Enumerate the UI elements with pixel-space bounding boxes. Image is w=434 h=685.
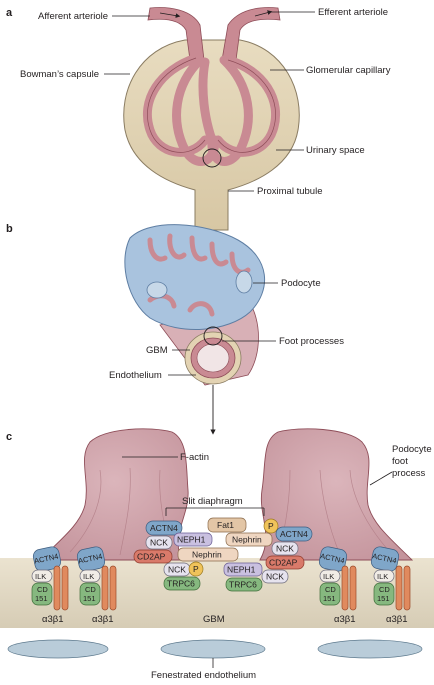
svg-text:Nephrin: Nephrin: [192, 550, 222, 560]
panel-label-b: b: [6, 223, 13, 235]
endothelial-cell-left: [7, 639, 109, 659]
endothelial-cell-right: [317, 639, 423, 659]
svg-text:CD: CD: [325, 585, 336, 594]
svg-text:CD2AP: CD2AP: [137, 552, 166, 562]
cd2ap-right: [265, 555, 305, 570]
label-podocyte-fp-1: Podocyte: [392, 444, 432, 455]
trpc6-right: [225, 577, 263, 592]
label-integrin-right-1: α3β1: [334, 614, 356, 625]
label-f-actin: F-actin: [180, 452, 209, 463]
svg-text:P: P: [193, 564, 199, 574]
svg-text:ILK: ILK: [323, 572, 334, 581]
label-podocyte-fp-2: foot: [392, 456, 408, 467]
label-podocyte: Podocyte: [281, 278, 321, 289]
label-bowmans-capsule: Bowman’s capsule: [20, 69, 99, 80]
label-foot-processes: Foot processes: [279, 336, 344, 347]
label-afferent-arteriole: Afferent arteriole: [38, 11, 108, 22]
trpc6-left: [163, 576, 201, 591]
svg-text:CD: CD: [85, 585, 96, 594]
label-integrin-left-1: α3β1: [42, 614, 64, 625]
podocyte-nucleus-right: [235, 270, 253, 294]
nck-right-bottom: [261, 569, 289, 584]
svg-text:P: P: [268, 521, 274, 531]
svg-text:NCK: NCK: [276, 544, 294, 554]
actn4-left: [145, 520, 183, 536]
gbm-band: [0, 558, 434, 628]
label-fenestrated-endothelium: Fenestrated endothelium: [151, 670, 256, 681]
label-podocyte-fp-3: process: [392, 468, 426, 479]
label-gbm-b: GBM: [146, 345, 168, 356]
label-urinary-space: Urinary space: [306, 145, 365, 156]
nephrin-top: [225, 532, 273, 547]
svg-text:NEPH1: NEPH1: [227, 565, 256, 575]
svg-text:ACTN4: ACTN4: [150, 523, 178, 533]
svg-text:Nephrin: Nephrin: [232, 535, 262, 545]
p-left-bottom: [188, 561, 204, 577]
neph1-right: [223, 562, 263, 577]
svg-text:CD2AP: CD2AP: [269, 558, 298, 568]
nck-left-top: [145, 535, 173, 550]
panel-label-c: c: [6, 431, 12, 443]
cd2ap-left: [133, 549, 173, 564]
p-right-top: [263, 518, 279, 534]
svg-text:α3β1: α3β1: [386, 614, 408, 625]
label-proximal-tubule: Proximal tubule: [257, 186, 322, 197]
svg-text:ILK: ILK: [35, 572, 46, 581]
svg-text:151: 151: [35, 594, 48, 603]
label-slit-diaphragm: Slit diaphragm: [182, 496, 243, 507]
label-endothelium: Endothelium: [109, 370, 162, 381]
neph1-left: [173, 532, 213, 547]
svg-text:NCK: NCK: [150, 538, 168, 548]
svg-text:ILK: ILK: [377, 572, 388, 581]
fat1: [207, 517, 247, 533]
svg-text:ACTN4: ACTN4: [280, 529, 308, 539]
label-glomerular-capillary: Glomerular capillary: [306, 65, 391, 76]
zoom-circle-a: [202, 148, 222, 168]
panel-label-a: a: [6, 7, 13, 19]
svg-text:ILK: ILK: [83, 572, 94, 581]
nck-right-top: [271, 541, 299, 556]
podocyte-nucleus-left: [146, 281, 168, 299]
podocyte-body: [124, 224, 265, 330]
svg-text:CD: CD: [37, 585, 48, 594]
integrin-complex-right: ACTN4 ACTN4 ILK ILK CD 151 CD 151 α3β1 α…: [318, 546, 411, 625]
svg-text:TRPC6: TRPC6: [229, 580, 257, 590]
svg-text:α3β1: α3β1: [92, 614, 114, 625]
label-efferent-arteriole: Efferent arteriole: [318, 7, 388, 18]
svg-text:NCK: NCK: [168, 565, 186, 575]
endothelial-cell-middle: [160, 639, 266, 659]
svg-text:Fat1: Fat1: [217, 520, 234, 530]
foot-processes: [147, 233, 251, 317]
actn4-right: [275, 526, 313, 542]
label-gbm-c: GBM: [203, 614, 225, 625]
nephrin-mid: [177, 547, 239, 562]
svg-text:151: 151: [83, 594, 96, 603]
zoom-circle-b: [203, 326, 223, 346]
integrin-complex-left: ACTN4 ACTN4 ILK ILK CD 151 CD 151 α3β1 α…: [31, 546, 117, 625]
svg-text:151: 151: [377, 594, 390, 603]
slit-diaphragm-complex: ACTN4 Fat1 P ACTN4 NCK NEPH1 Nephrin NCK…: [133, 517, 313, 592]
svg-text:NCK: NCK: [266, 572, 284, 582]
svg-text:CD: CD: [379, 585, 390, 594]
svg-text:TRPC6: TRPC6: [167, 579, 195, 589]
svg-text:151: 151: [323, 594, 336, 603]
svg-text:NEPH1: NEPH1: [177, 535, 206, 545]
